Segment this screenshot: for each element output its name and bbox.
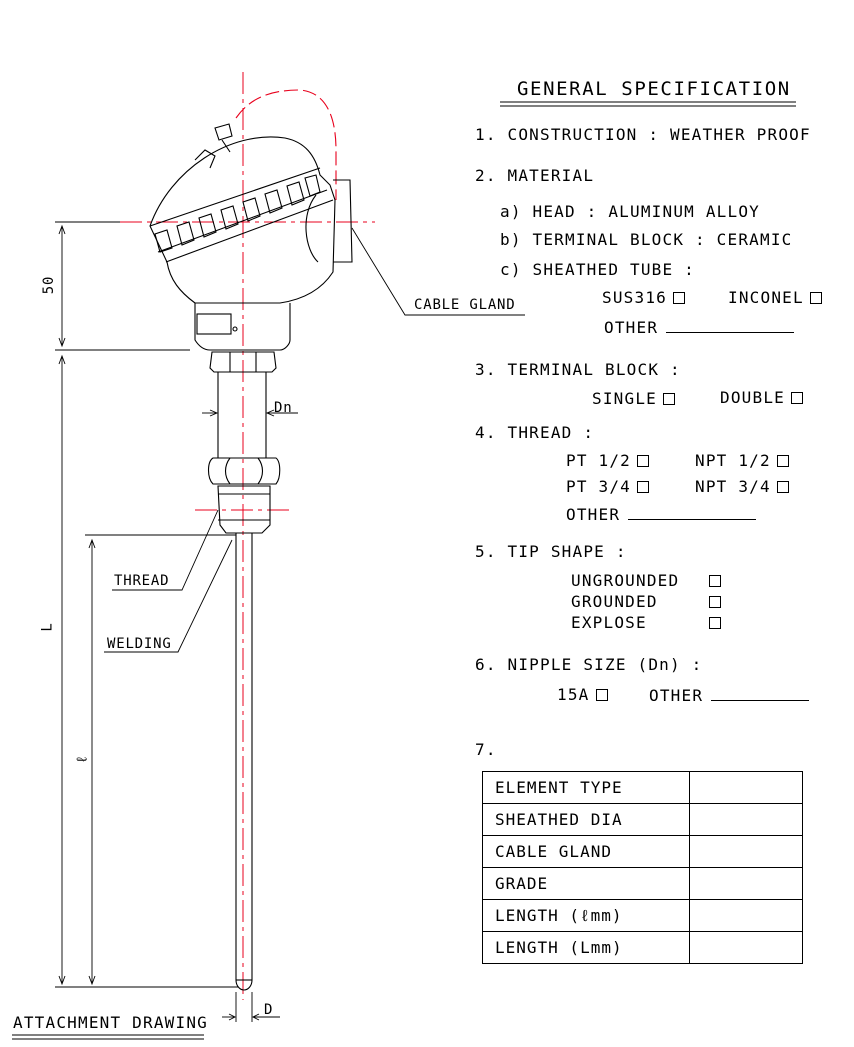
- table-cell-value[interactable]: [689, 835, 803, 868]
- table-cell-value[interactable]: [689, 867, 803, 900]
- drawing-caption: ATTACHMENT DRAWING: [13, 1013, 208, 1032]
- checkbox-pt34[interactable]: [637, 480, 649, 493]
- dim-l-label: ℓ: [74, 754, 91, 764]
- spec-material: 2. MATERIAL: [475, 166, 595, 185]
- spec-terminal-block: 3. TERMINAL BLOCK :: [475, 360, 681, 379]
- head-housing: [149, 123, 353, 351]
- spec-item-7: 7.: [475, 740, 497, 759]
- checkbox-npt34[interactable]: [776, 480, 789, 493]
- table-cell-label: LENGTH (Lmm): [482, 931, 690, 964]
- blank-other-sheath[interactable]: [666, 318, 795, 333]
- dimensions: [55, 221, 298, 1022]
- checkbox-explose[interactable]: [709, 617, 721, 629]
- option-sus316[interactable]: SUS316: [602, 289, 685, 307]
- option-other-thread[interactable]: OTHER: [566, 505, 757, 524]
- checkbox-ungrounded[interactable]: [709, 575, 721, 587]
- table-row: ELEMENT TYPE: [482, 771, 803, 804]
- nipple: [217, 372, 267, 458]
- welding-label: WELDING: [107, 636, 172, 652]
- cable-gland-label: CABLE GLAND: [414, 297, 516, 313]
- checkbox-15a[interactable]: [595, 688, 608, 701]
- spec-material-terminal: b) TERMINAL BLOCK : CERAMIC: [500, 230, 793, 249]
- option-other-sheath[interactable]: OTHER: [604, 318, 795, 337]
- leaders: [104, 227, 525, 653]
- table-cell-label: LENGTH (ℓmm): [482, 899, 690, 932]
- spec-thread: 4. THREAD :: [475, 423, 595, 442]
- thread-part: [217, 485, 271, 534]
- table-cell-label: SHEATHED DIA: [482, 803, 690, 836]
- d-label: D: [264, 1002, 274, 1018]
- checkbox-double[interactable]: [791, 391, 803, 404]
- option-single[interactable]: SINGLE: [592, 390, 675, 408]
- option-double[interactable]: DOUBLE: [720, 389, 803, 407]
- table-cell-value[interactable]: [689, 803, 803, 836]
- checkbox-grounded[interactable]: [709, 596, 721, 608]
- table-cell-value[interactable]: [689, 899, 803, 932]
- center-lines: [120, 72, 375, 1000]
- table-cell-value[interactable]: [689, 931, 803, 964]
- thread-label: THREAD: [114, 573, 170, 589]
- option-inconel[interactable]: INCONEL: [728, 289, 822, 307]
- spec-construction: 1. CONSTRUCTION : WEATHER PROOF: [475, 125, 811, 144]
- spec-title: GENERAL SPECIFICATION: [517, 78, 791, 100]
- table-cell-value[interactable]: [689, 771, 803, 804]
- option-pt12[interactable]: PT 1/2: [566, 452, 649, 470]
- spec-tip-shape: 5. TIP SHAPE :: [475, 542, 627, 561]
- table-cell-label: ELEMENT TYPE: [482, 771, 690, 804]
- option-explose[interactable]: EXPLOSE: [571, 614, 721, 632]
- spec-material-sheath: c) SHEATHED TUBE :: [500, 260, 695, 279]
- checkbox-pt12[interactable]: [637, 454, 649, 467]
- table-cell-label: GRADE: [482, 867, 690, 900]
- table-row: LENGTH (Lmm): [482, 931, 803, 964]
- table-row: CABLE GLAND: [482, 835, 803, 868]
- table-row: LENGTH (ℓmm): [482, 899, 803, 932]
- table-row: SHEATHED DIA: [482, 803, 803, 836]
- option-npt34[interactable]: NPT 3/4: [695, 478, 789, 496]
- table-row: GRADE: [482, 867, 803, 900]
- spec-nipple-size: 6. NIPPLE SIZE (Dn) :: [475, 655, 703, 674]
- checkbox-single[interactable]: [663, 392, 675, 405]
- spec-table: ELEMENT TYPE SHEATHED DIA CABLE GLAND GR…: [482, 771, 803, 964]
- option-npt12[interactable]: NPT 1/2: [695, 452, 789, 470]
- dim-L-label: L: [39, 622, 56, 632]
- cable-loop: [235, 89, 337, 200]
- dim-50-label: 50: [41, 275, 58, 295]
- option-ungrounded[interactable]: UNGROUNDED: [571, 572, 721, 590]
- upper-nut: [209, 351, 277, 373]
- blank-other-thread[interactable]: [628, 505, 757, 520]
- lower-nut: [207, 457, 281, 485]
- checkbox-sus316[interactable]: [673, 291, 685, 304]
- blank-other-nipple[interactable]: [711, 686, 810, 701]
- dn-label: Dn: [274, 400, 293, 416]
- table-cell-label: CABLE GLAND: [482, 835, 690, 868]
- spec-material-head: a) HEAD : ALUMINUM ALLOY: [500, 202, 760, 221]
- checkbox-inconel[interactable]: [809, 291, 822, 304]
- sheath-tube: [235, 533, 253, 991]
- option-pt34[interactable]: PT 3/4: [566, 478, 649, 496]
- option-other-nipple[interactable]: OTHER: [649, 686, 810, 705]
- option-15a[interactable]: 15A: [557, 686, 608, 704]
- checkbox-npt12[interactable]: [776, 454, 789, 467]
- option-grounded[interactable]: GROUNDED: [571, 593, 721, 611]
